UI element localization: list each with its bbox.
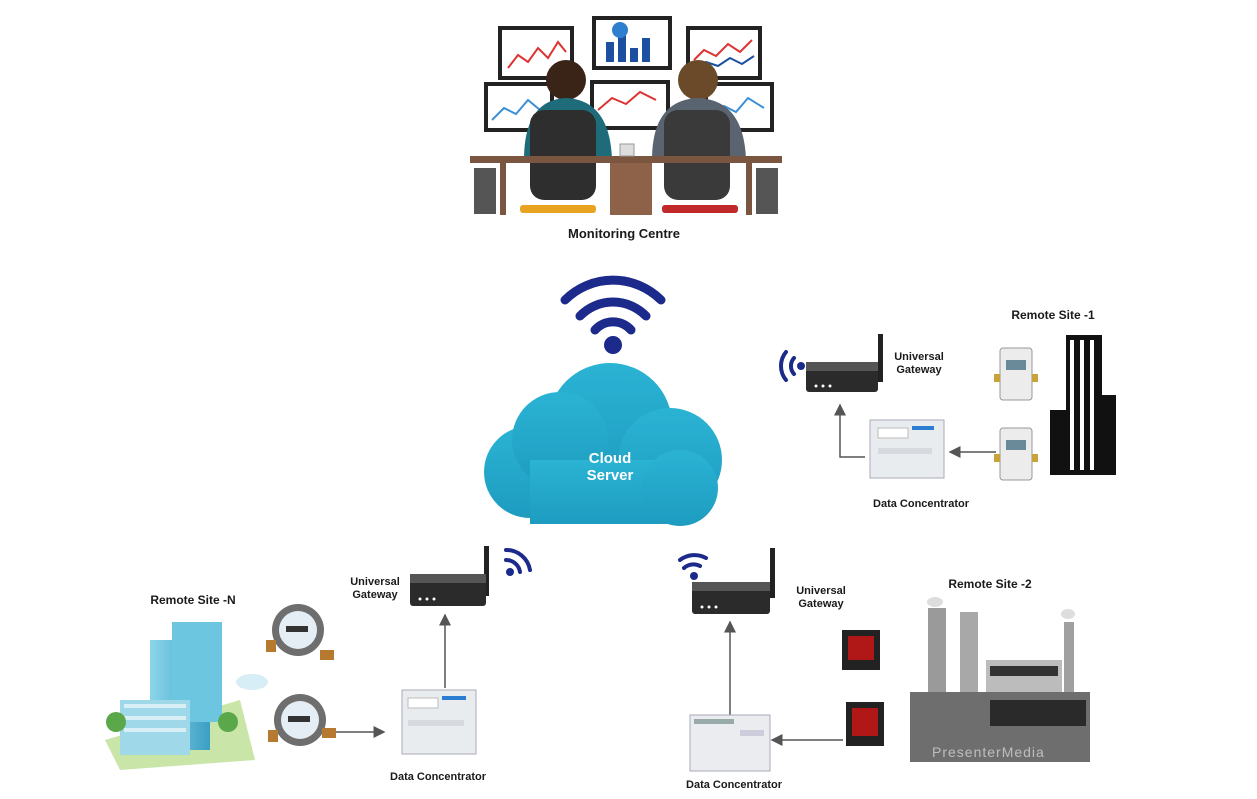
wifi-icon-siten	[504, 547, 532, 574]
remote-site-2	[678, 548, 1090, 772]
energy-meter-site1-bottom	[994, 427, 1038, 481]
remote-site-2-gateway-label: Universal Gateway	[786, 585, 856, 611]
arrow-site1-concentrator-to-gateway	[834, 403, 865, 458]
power-meter-site2-bottom	[846, 702, 884, 746]
watermark: PresenterMedia	[932, 744, 1045, 760]
office-building-icon	[105, 622, 268, 770]
power-meter-site2-top	[842, 630, 880, 670]
water-meter-siten-bottom	[268, 694, 336, 746]
wifi-icon-main-dot	[604, 336, 622, 354]
remote-site-1-gateway-label: Universal Gateway	[886, 351, 952, 377]
remote-site-1-title: Remote Site -1	[1011, 308, 1095, 322]
remote-site-1	[778, 334, 1116, 481]
cloud-server-label: Cloud Server	[560, 450, 660, 485]
energy-meter-site1-top	[994, 347, 1038, 401]
factory-icon	[910, 597, 1090, 762]
remote-site-n-title: Remote Site -N	[150, 593, 236, 607]
gateway-label-line1: Universal	[796, 585, 846, 597]
universal-gateway-site2	[692, 548, 775, 614]
wifi-icon-site2	[678, 553, 708, 570]
skyscraper-icon	[1050, 335, 1116, 475]
operators	[520, 60, 746, 213]
cloud-server-icon	[484, 363, 722, 526]
connectors	[330, 403, 996, 746]
desk	[470, 143, 782, 215]
cloud-label-line1: Cloud	[588, 450, 632, 467]
data-concentrator-site2	[689, 714, 771, 772]
data-concentrator-site1	[869, 419, 945, 479]
remote-site-n-gateway-label: Universal Gateway	[340, 576, 410, 602]
gateway-label-line1: Universal	[350, 576, 400, 588]
wifi-icon-main	[560, 275, 666, 335]
universal-gateway-site1	[806, 334, 883, 392]
remote-site-1-concentrator-label: Data Concentrator	[873, 498, 969, 510]
gateway-label-line1: Universal	[894, 351, 944, 363]
remote-site-n	[105, 546, 532, 770]
gateway-label-line2: Gateway	[798, 598, 844, 611]
remote-site-n-concentrator-label: Data Concentrator	[390, 771, 486, 783]
gateway-label-line2: Gateway	[352, 589, 398, 602]
monitoring-centre-illustration	[470, 16, 782, 215]
remote-site-2-concentrator-label: Data Concentrator	[686, 779, 782, 791]
universal-gateway-siten	[410, 546, 489, 606]
gateway-label-line2: Gateway	[896, 364, 942, 377]
cloud-label-line2: Server	[586, 467, 634, 485]
data-concentrator-siten	[401, 689, 477, 755]
remote-site-2-title: Remote Site -2	[948, 577, 1032, 591]
monitoring-centre-label: Monitoring Centre	[568, 226, 680, 241]
wifi-icon-site1	[778, 350, 796, 382]
water-meter-siten-top	[266, 604, 334, 660]
